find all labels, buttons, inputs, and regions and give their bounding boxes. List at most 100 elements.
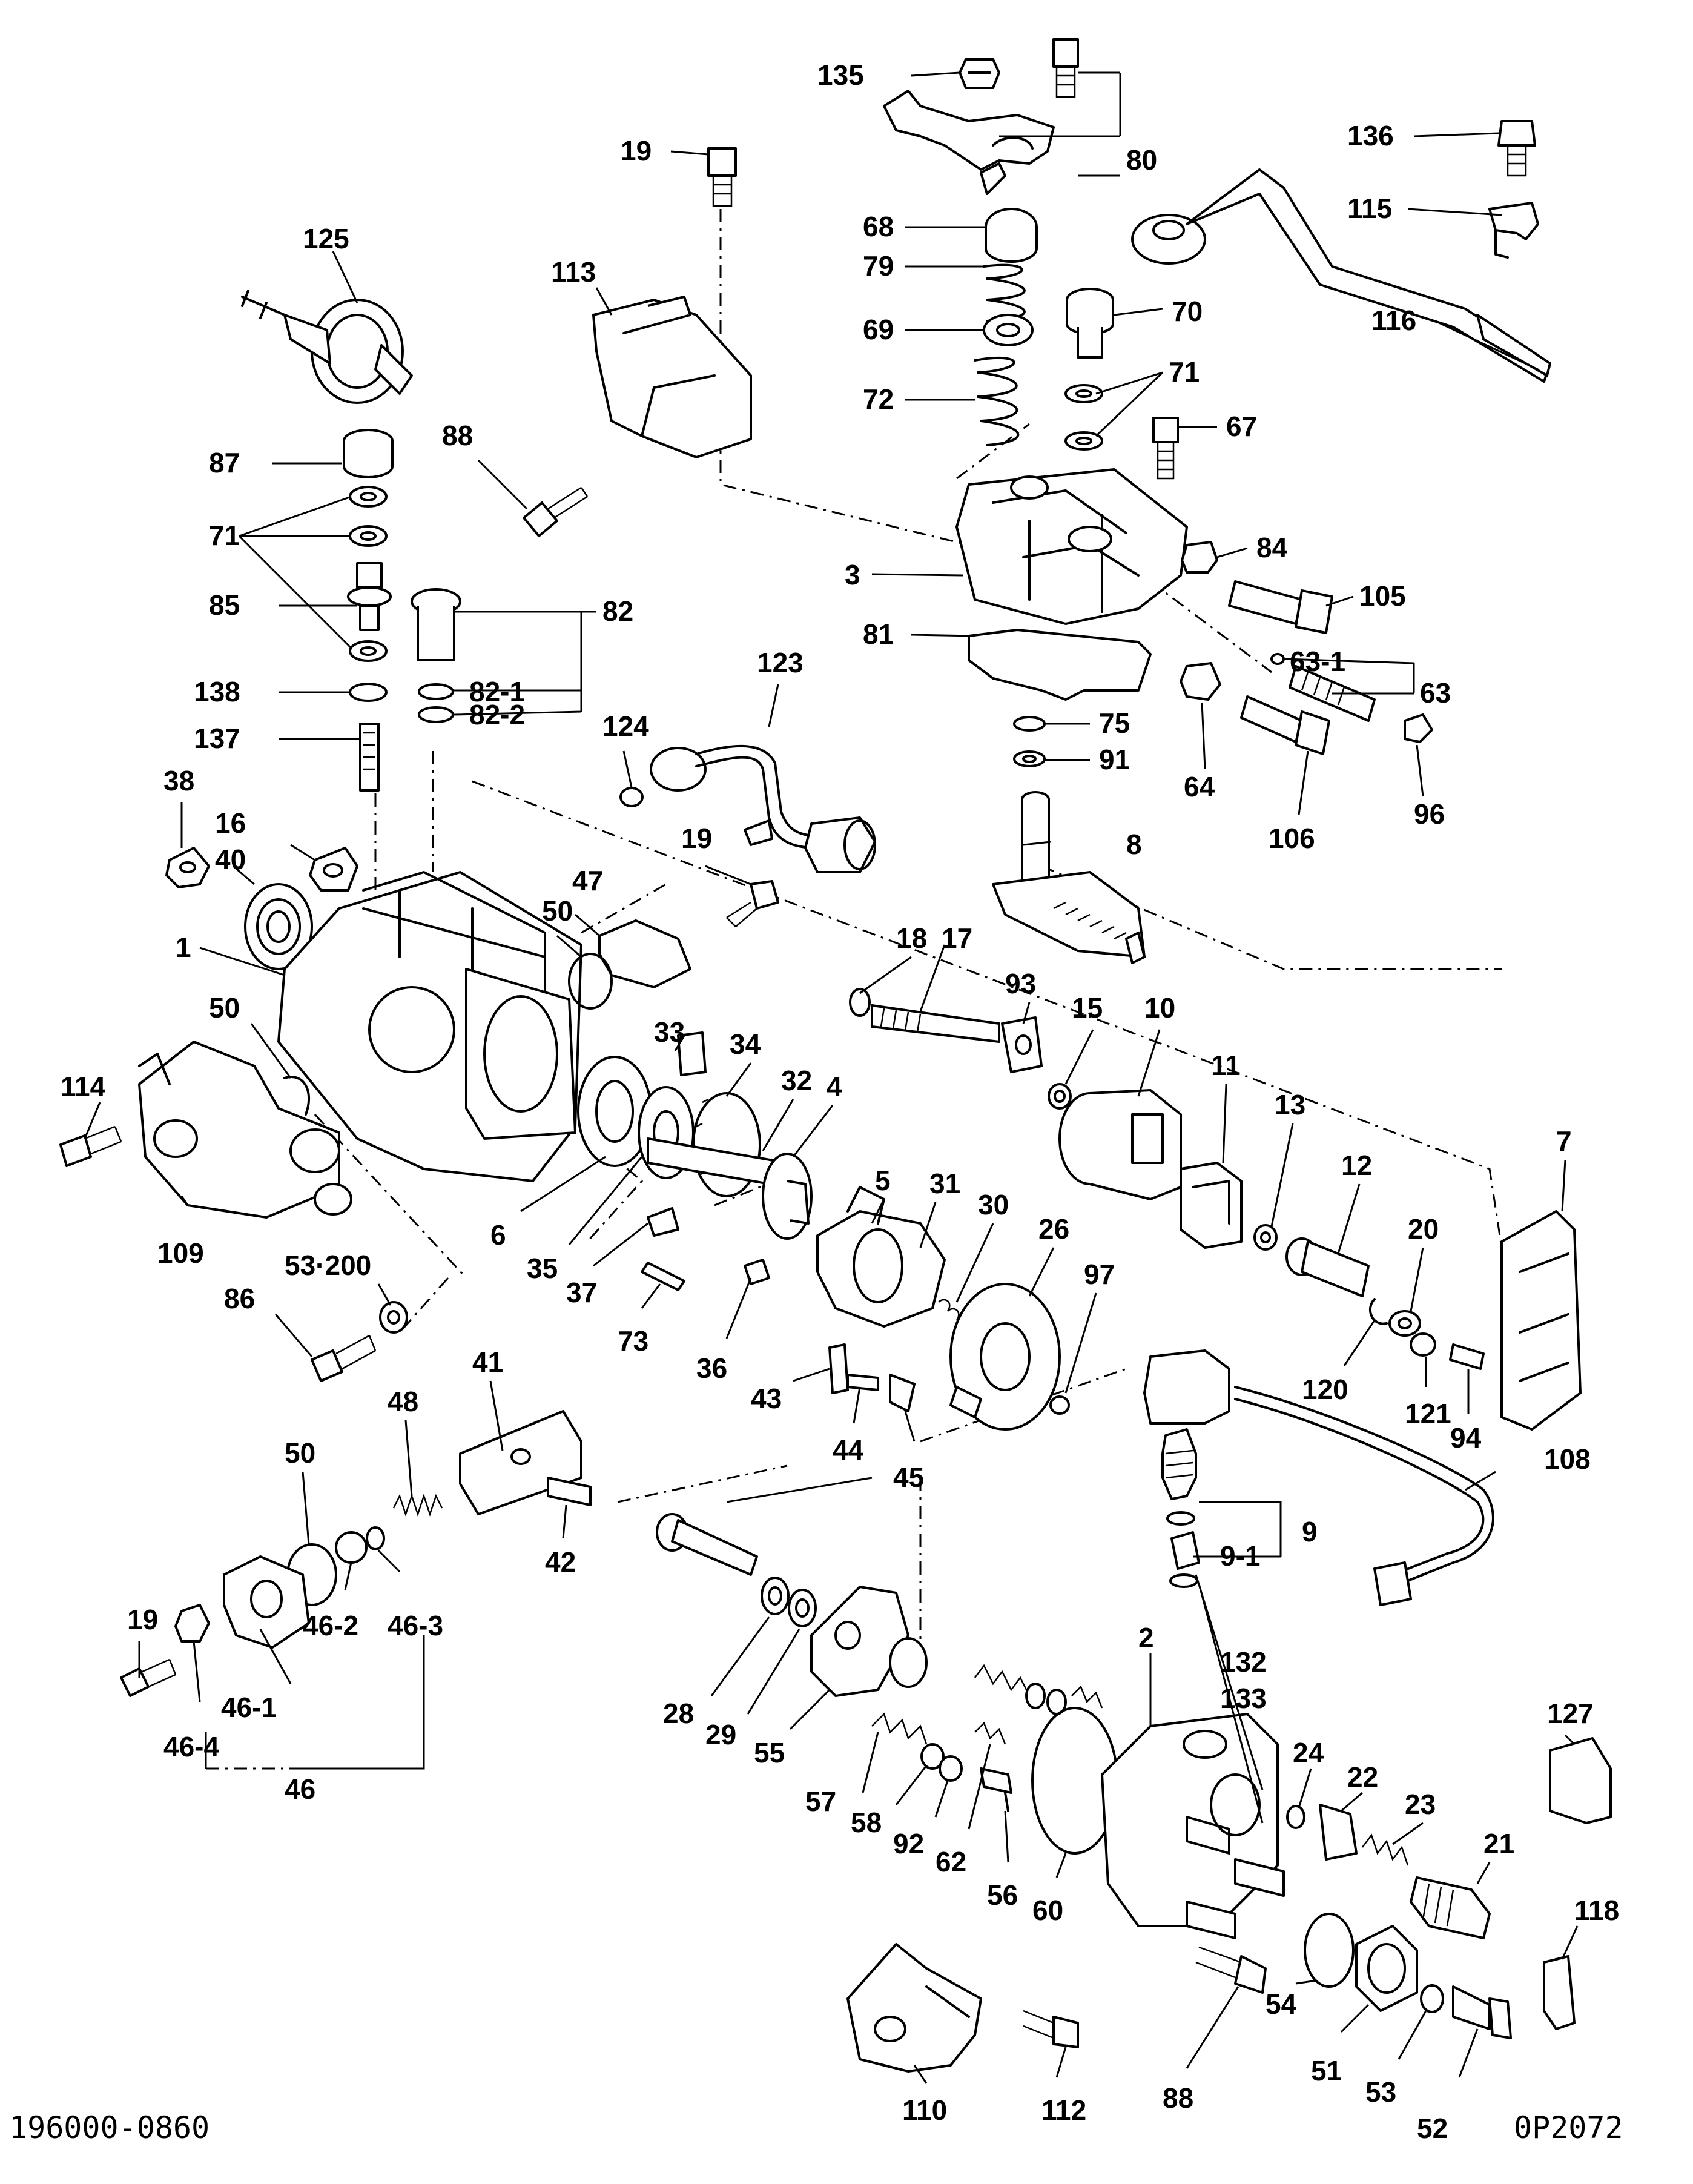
part-133-washer bbox=[1169, 1573, 1198, 1588]
part-71-washers-left bbox=[349, 486, 388, 662]
callout-52: 52 bbox=[1417, 2113, 1448, 2144]
callout-5: 5 bbox=[875, 1165, 891, 1196]
callout-19-lower: 19 bbox=[127, 1604, 158, 1635]
callout-20: 20 bbox=[1408, 1213, 1439, 1245]
part-40-bearing bbox=[244, 883, 313, 970]
callout-114: 114 bbox=[61, 1071, 106, 1102]
part-15-washer bbox=[1048, 1083, 1072, 1110]
callout-15: 15 bbox=[1072, 992, 1103, 1024]
callout-44-upper: 44 bbox=[833, 1434, 864, 1466]
part-86-bolt bbox=[311, 1334, 377, 1382]
part-70-pin bbox=[1066, 288, 1114, 359]
part-80-lever-assembly bbox=[883, 38, 1079, 195]
callout-10: 10 bbox=[1144, 992, 1175, 1024]
callout-58: 58 bbox=[851, 1807, 882, 1838]
part-97-nut bbox=[1049, 1395, 1070, 1415]
part-38-nut bbox=[165, 847, 210, 888]
part-6-plate bbox=[577, 1056, 652, 1167]
part-23-spring bbox=[1362, 1833, 1409, 1866]
part-121-nut bbox=[1410, 1332, 1436, 1357]
part-8-shaft bbox=[992, 791, 1146, 964]
callout-50-lower: 50 bbox=[285, 1437, 315, 1469]
callout-leader-lines bbox=[84, 71, 1579, 2084]
callout-2: 2 bbox=[1138, 1622, 1154, 1653]
callout-87: 87 bbox=[209, 447, 240, 478]
callout-57: 57 bbox=[805, 1785, 836, 1817]
part-57-spring bbox=[871, 1712, 928, 1745]
part-9-solenoid bbox=[1161, 1428, 1197, 1500]
part-62-spring bbox=[974, 1721, 1006, 1745]
callout-60: 60 bbox=[1032, 1894, 1063, 1926]
callout-46-1: 46-1 bbox=[221, 1692, 277, 1723]
part-7-bracket bbox=[1500, 1210, 1582, 1431]
callout-18: 18 bbox=[896, 922, 927, 954]
callout-28: 28 bbox=[663, 1698, 694, 1729]
part-87-cap bbox=[343, 429, 394, 478]
footer-part-number: 196000-0860 bbox=[9, 2110, 210, 2145]
callout-51: 51 bbox=[1311, 2055, 1342, 2086]
callout-53-200: 53·200 bbox=[285, 1249, 371, 1281]
callout-54: 54 bbox=[1266, 1988, 1297, 2020]
callout-35: 35 bbox=[527, 1252, 558, 1284]
part-73-pin bbox=[641, 1262, 685, 1291]
callout-68: 68 bbox=[863, 211, 894, 242]
part-54-oring bbox=[1304, 1913, 1355, 1988]
callout-84: 84 bbox=[1256, 532, 1288, 563]
callout-79: 79 bbox=[863, 250, 894, 282]
part-53-washer bbox=[1420, 1984, 1444, 2013]
part-46-4-nut bbox=[174, 1604, 210, 1643]
callout-24: 24 bbox=[1293, 1737, 1324, 1769]
part-135-nut bbox=[959, 58, 1000, 89]
part-11-block bbox=[1180, 1162, 1243, 1249]
callout-26: 26 bbox=[1038, 1213, 1069, 1245]
callout-88-top: 88 bbox=[442, 420, 473, 451]
callout-112: 112 bbox=[1041, 2094, 1086, 2126]
callout-133: 133 bbox=[1220, 1683, 1267, 1714]
part-2-distributor-head bbox=[1101, 1713, 1285, 1939]
part-94-bolt bbox=[1449, 1343, 1485, 1370]
part-68-cap bbox=[985, 208, 1038, 263]
part-127-bracket bbox=[1549, 1737, 1612, 1824]
part-9-1-oring bbox=[1166, 1511, 1195, 1526]
callout-120: 120 bbox=[1302, 1374, 1348, 1405]
part-4-driveshaft bbox=[647, 1137, 813, 1240]
callout-94: 94 bbox=[1450, 1422, 1482, 1454]
callout-8: 8 bbox=[1126, 829, 1142, 860]
callout-55: 55 bbox=[754, 1737, 785, 1769]
callout-46: 46 bbox=[285, 1773, 315, 1805]
part-136-bolt bbox=[1497, 120, 1536, 177]
part-46-2-plug bbox=[335, 1531, 368, 1564]
callout-labels: 135 80 136 115 116 19 68 79 70 69 71 72 … bbox=[61, 59, 1619, 2144]
part-21-holder bbox=[1410, 1876, 1491, 1939]
part-116-lever-shaft bbox=[1131, 168, 1551, 383]
callout-50-upper: 50 bbox=[542, 895, 573, 927]
callout-1: 1 bbox=[176, 932, 191, 963]
part-37-key bbox=[647, 1207, 679, 1237]
part-28-shim bbox=[761, 1577, 790, 1615]
callout-81: 81 bbox=[863, 618, 894, 650]
callout-12: 12 bbox=[1341, 1150, 1372, 1181]
callout-108: 108 bbox=[1544, 1443, 1591, 1475]
part-18-oring bbox=[849, 988, 871, 1017]
callout-109: 109 bbox=[157, 1237, 204, 1269]
part-125-diaphragm bbox=[241, 290, 413, 404]
part-137-filter bbox=[359, 723, 380, 792]
callout-19-top: 19 bbox=[621, 135, 652, 167]
part-3-governor-cover bbox=[955, 468, 1188, 625]
part-53-200-washer bbox=[379, 1301, 408, 1334]
part-85-valve bbox=[347, 562, 392, 631]
callout-64: 64 bbox=[1184, 771, 1215, 802]
callout-138: 138 bbox=[194, 676, 240, 707]
callout-82-2: 82-2 bbox=[469, 699, 525, 730]
part-132-sleeve bbox=[1170, 1531, 1200, 1570]
callout-106: 106 bbox=[1269, 822, 1315, 854]
callout-47: 47 bbox=[572, 865, 603, 896]
callout-50-left: 50 bbox=[209, 992, 240, 1024]
part-50-oring-left bbox=[283, 1076, 310, 1116]
callout-31: 31 bbox=[929, 1168, 960, 1199]
part-58-washer bbox=[920, 1743, 945, 1770]
callout-36: 36 bbox=[696, 1352, 727, 1384]
part-50-oring-upper bbox=[568, 953, 613, 1010]
callout-46-2: 46-2 bbox=[303, 1610, 358, 1641]
part-13-washer bbox=[1253, 1224, 1278, 1251]
